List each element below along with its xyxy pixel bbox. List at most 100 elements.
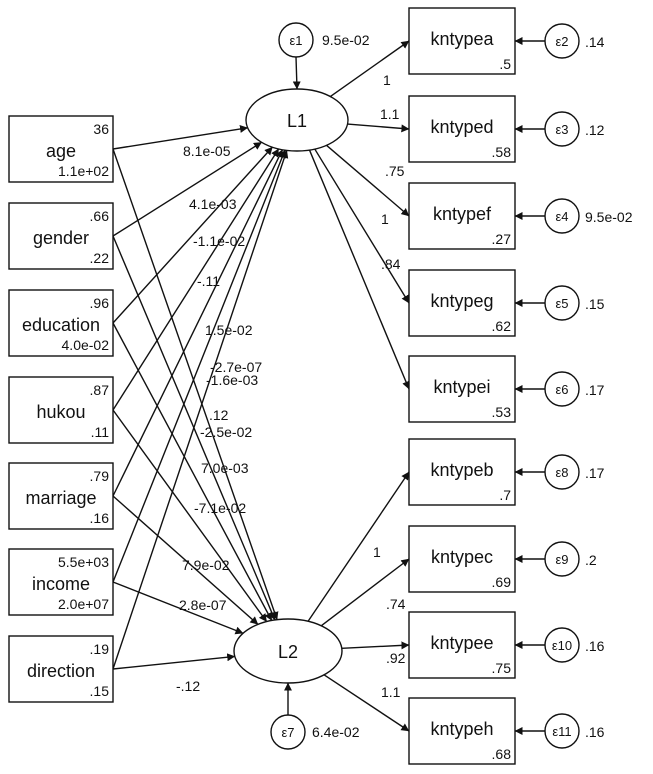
error-label: ε4 (555, 209, 568, 224)
predictor-label: income (32, 574, 90, 594)
indicator-label: kntypeg (430, 291, 493, 311)
latent-L1: L1 (245, 88, 349, 152)
predictor-age: 36 age 1.1e+02 (8, 115, 114, 183)
predictor-box (8, 202, 114, 270)
indicator-intercept: .62 (492, 318, 512, 334)
indicator-box (408, 7, 516, 75)
predictor-variance: 2.0e+07 (58, 596, 109, 612)
coef-education-L2: 7.0e-03 (201, 460, 249, 476)
path-income-to-L2 (112, 581, 244, 635)
indicator-label: kntypeb (430, 460, 493, 480)
error-variance: .16 (585, 724, 605, 740)
coef-income-L2: 2.8e-07 (179, 597, 227, 613)
loading-kntypef (326, 144, 410, 217)
indicator-intercept: .75 (492, 660, 512, 676)
latent-label: L1 (287, 111, 307, 131)
predictor-box (8, 376, 114, 444)
path-age-to-L2 (112, 148, 279, 621)
indicator-kntypeb: kntypeb.7ε8.17 (408, 438, 605, 506)
error-label: ε9 (555, 552, 568, 567)
loading-kntypee (341, 641, 410, 650)
loading-label-extra: 1.1 (381, 684, 401, 700)
path-hukou-to-L1 (112, 148, 280, 411)
indicator-box (408, 525, 516, 593)
predictor-variance: .11 (91, 424, 110, 440)
error-label: ε10 (552, 638, 572, 653)
predictor-mean: 5.5e+03 (58, 554, 109, 570)
indicator-label: kntypeh (430, 719, 493, 739)
path-age-to-L1 (112, 125, 249, 150)
indicator-label: kntypea (430, 29, 494, 49)
error-variance: .15 (585, 296, 605, 312)
indicator-label: kntypef (433, 204, 492, 224)
path-gender-to-L2 (112, 235, 276, 621)
predictor-box (8, 115, 114, 183)
error-circle (544, 713, 580, 749)
coef-direction-L2: -.12 (176, 678, 200, 694)
predictor-variance: 1.1e+02 (58, 163, 109, 179)
indicator-box (408, 182, 516, 250)
error-label: ε7 (281, 725, 294, 740)
error-label: ε8 (555, 465, 568, 480)
error-label: ε5 (555, 296, 568, 311)
loading-kntypei (308, 149, 410, 390)
error-circle (544, 627, 580, 663)
error-circle (278, 22, 314, 58)
predictor-mean: .96 (90, 295, 110, 311)
path-income-to-L1 (112, 149, 286, 583)
coef-gender-L2: -2.5e-02 (200, 424, 252, 440)
indicator-intercept: .53 (492, 404, 512, 420)
error-label: ε2 (555, 34, 568, 49)
indicator-kntypea: kntypea.5ε2.14 (408, 7, 605, 75)
path-hukou-to-L2 (112, 409, 268, 623)
predictor-label: age (46, 141, 76, 161)
loading-label-kntypec: 1 (373, 544, 381, 560)
error-circle (544, 111, 580, 147)
predictor-mean: 36 (93, 121, 109, 137)
indicator-box (408, 95, 516, 163)
loading-kntypeb (307, 471, 410, 622)
indicator-intercept: .68 (492, 746, 512, 762)
predictor-income: 5.5e+03 income 2.0e+07 (8, 548, 114, 616)
loading-label-kntyped: 1.1 (380, 106, 400, 122)
error-variance: .12 (585, 122, 605, 138)
predictor-box (8, 289, 114, 357)
loading-kntypeg (314, 148, 410, 304)
loading-label-kntypef: .75 (385, 163, 405, 179)
coef-education-L1: -1.1e-02 (193, 233, 245, 249)
predictor-label: hukou (36, 402, 85, 422)
error-circle (544, 541, 580, 577)
path-direction-to-L2 (112, 653, 236, 670)
labels-layer: 8.1e-054.1e-03-1.1e-02-.111.5e-02-2.7e-0… (176, 72, 406, 700)
indicator-intercept: .5 (499, 56, 511, 72)
predictor-label: direction (27, 661, 95, 681)
loading-label-kntypea: 1 (383, 72, 391, 88)
coef-hukou-L1: -.11 (197, 273, 220, 289)
indicator-intercept: .7 (499, 487, 511, 503)
error-circle (544, 371, 580, 407)
predictor-label: marriage (25, 488, 96, 508)
indicator-label: kntyped (430, 117, 493, 137)
path-direction-to-L1 (112, 149, 289, 670)
error-variance: .16 (585, 638, 605, 654)
predictor-hukou: .87 hukou .11 (8, 376, 114, 444)
error-variance: 6.4e-02 (312, 724, 360, 740)
error-variance: .17 (585, 382, 605, 398)
indicator-box (408, 697, 516, 765)
loading-kntypea (329, 40, 410, 98)
predictor-box (8, 635, 114, 703)
predictor-variance: .15 (90, 683, 110, 699)
error-variance: .2 (585, 552, 597, 568)
nodes-layer: 36age1.1e+02.66gender.22.96education4.0e… (8, 7, 633, 765)
predictor-mean: .87 (90, 382, 110, 398)
error-variance: 9.5e-02 (322, 32, 370, 48)
indicator-intercept: .69 (492, 574, 512, 590)
error-label: ε6 (555, 382, 568, 397)
path-education-to-L1 (112, 146, 273, 324)
